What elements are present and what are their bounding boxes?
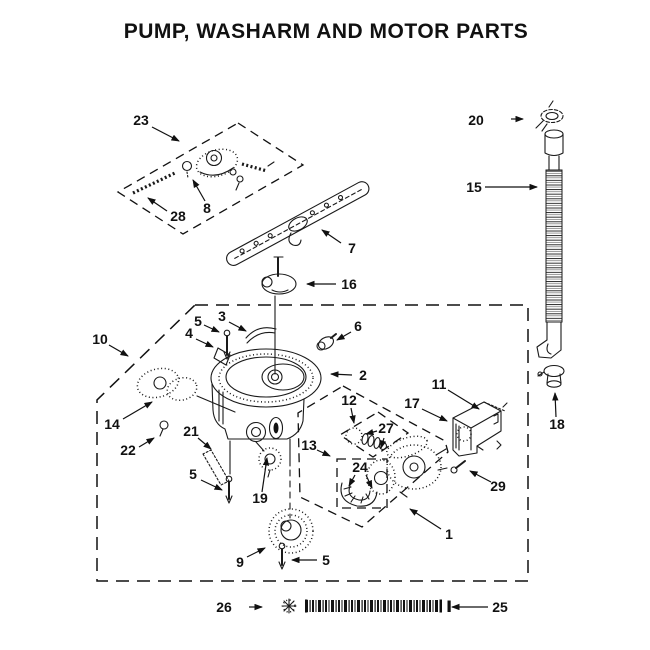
callout-21: 21 — [183, 423, 212, 450]
callout-5-mid: 5 — [189, 466, 223, 491]
callout-7-label: 7 — [348, 240, 356, 256]
callout-29-label: 29 — [490, 478, 506, 494]
callout-14: 14 — [104, 401, 153, 432]
callout-5-bottom-label: 5 — [322, 552, 330, 568]
part-21-sleeve-drawing — [202, 449, 233, 504]
callout-24: 24 — [348, 459, 373, 489]
callout-15-label: 15 — [466, 179, 482, 195]
part-23-feed-tube-kit-drawing — [132, 148, 275, 195]
callout-22-label: 22 — [120, 442, 136, 458]
callout-16-label: 16 — [341, 276, 357, 292]
dashed-boundary-washarm-kit — [116, 122, 305, 235]
callout-13-label: 13 — [301, 437, 317, 453]
callout-5-mid-label: 5 — [189, 466, 197, 482]
part-9-filter-drawing — [268, 508, 314, 570]
part-14-drawing — [136, 367, 236, 413]
part-19-impeller-drawing — [258, 447, 282, 478]
part-26-retainer-drawing — [281, 598, 297, 614]
callout-6-label: 6 — [354, 318, 362, 334]
callout-2-label: 2 — [359, 367, 367, 383]
part-22-clip-drawing — [159, 420, 169, 437]
callout-25-label: 25 — [492, 599, 508, 615]
dashed-boundary-hose-kit — [336, 458, 388, 509]
callout-4-label: 4 — [185, 325, 193, 341]
callout-29: 29 — [469, 470, 506, 494]
part-15-drain-hose-drawing — [536, 129, 564, 359]
part-29-screw-drawing — [450, 460, 466, 474]
callout-8-label: 8 — [203, 200, 211, 216]
callout-8: 8 — [192, 179, 211, 216]
callout-9: 9 — [236, 547, 266, 570]
callout-19: 19 — [252, 457, 270, 506]
callout-28: 28 — [147, 197, 186, 224]
callout-2: 2 — [330, 367, 367, 383]
page-title: PUMP, WASHARM AND MOTOR PARTS — [124, 20, 529, 43]
callout-14-label: 14 — [104, 416, 120, 432]
callout-11: 11 — [432, 376, 480, 410]
barcode — [305, 599, 451, 613]
callout-18: 18 — [549, 392, 565, 432]
part-17-bracket-drawing — [452, 401, 508, 457]
part-24-elbow-drawing — [340, 482, 378, 507]
part-18-grommet-drawing — [537, 364, 565, 388]
part-6-fitting-drawing — [316, 333, 337, 351]
callout-1: 1 — [409, 508, 453, 542]
callout-18-label: 18 — [549, 416, 565, 432]
callout-5-top: 5 — [194, 313, 220, 333]
callout-17: 17 — [404, 395, 448, 422]
part-7-spray-arm-drawing — [226, 181, 370, 266]
callout-12: 12 — [341, 392, 357, 424]
part-16-washer-drawing — [261, 256, 297, 295]
callout-23: 23 — [133, 112, 180, 142]
callout-3: 3 — [218, 308, 247, 332]
callout-13: 13 — [301, 437, 331, 457]
part-3-retainer-drawing — [245, 327, 277, 344]
callout-5-top-label: 5 — [194, 313, 202, 329]
callout-4: 4 — [185, 325, 214, 348]
dashed-boundary-main — [96, 304, 529, 582]
callout-12-label: 12 — [341, 392, 357, 408]
callout-9-label: 9 — [236, 554, 244, 570]
callout-20: 20 — [468, 112, 524, 128]
callout-6: 6 — [336, 318, 362, 341]
callout-26: 26 — [216, 599, 263, 615]
callout-26-label: 26 — [216, 599, 232, 615]
callout-19-label: 19 — [252, 490, 268, 506]
callout-10: 10 — [92, 331, 129, 357]
part-4-clip-drawing — [213, 347, 231, 366]
callout-3-label: 3 — [218, 308, 226, 324]
callout-21-label: 21 — [183, 423, 199, 439]
callout-17-label: 17 — [404, 395, 420, 411]
part-20-clamp-drawing — [535, 100, 564, 132]
callout-1-label: 1 — [445, 526, 453, 542]
callout-23-label: 23 — [133, 112, 149, 128]
callout-27: 27 — [365, 420, 394, 449]
callout-27-label: 27 — [378, 420, 394, 436]
callout-7: 7 — [321, 229, 356, 256]
callout-15: 15 — [466, 179, 538, 195]
part-27-inlet-drawing — [345, 427, 388, 451]
part-2-sump-assembly-drawing — [210, 295, 322, 519]
callout-22: 22 — [120, 437, 155, 458]
callout-11-label: 11 — [432, 376, 447, 392]
dashed-boundary-motor-kit — [297, 385, 449, 528]
callout-5-bottom: 5 — [291, 552, 330, 568]
callout-25: 25 — [451, 599, 508, 615]
callout-10-label: 10 — [92, 331, 108, 347]
callout-28-label: 28 — [170, 208, 186, 224]
callout-24-label: 24 — [352, 459, 368, 475]
part-5-screw-top-drawing — [223, 329, 231, 360]
dashed-boundary-inlet-kit — [338, 411, 410, 458]
callout-16: 16 — [306, 276, 357, 292]
part-1-motor-pump-drawing — [366, 435, 448, 498]
callout-20-label: 20 — [468, 112, 484, 128]
